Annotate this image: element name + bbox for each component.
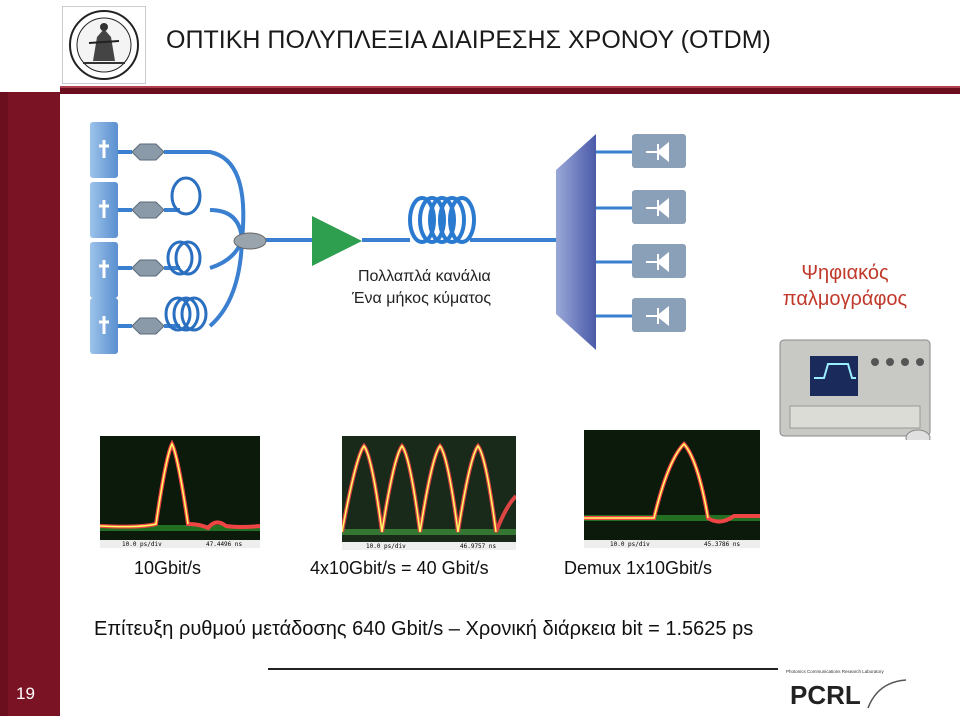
footer-divider xyxy=(268,668,778,670)
eye-footer-right: 46.9757 ns xyxy=(460,543,497,550)
eye-footer-right: 47.4496 ns xyxy=(206,541,243,548)
channel-caption-line2: Ένα μήκος κύματος xyxy=(352,290,491,308)
pcrl-logo: Photonics Communications Research Labora… xyxy=(782,664,908,710)
laser-icon xyxy=(90,182,118,238)
delay-coil-icon xyxy=(172,178,200,214)
laser-icon xyxy=(90,122,118,178)
photodetector-icon xyxy=(632,190,686,224)
eye-diagram-40g: 10.0 ps/div 46.9757 ns xyxy=(342,436,516,550)
eye-footer-left: 10.0 ps/div xyxy=(122,541,162,548)
oscilloscope-label-line2: παλμογράφος xyxy=(760,286,930,312)
photodetector-icon xyxy=(632,134,686,168)
photodetector-icon xyxy=(632,244,686,278)
photodetector-icon xyxy=(632,298,686,332)
modulator-icon xyxy=(132,318,164,334)
slide-number: 19 xyxy=(16,684,35,704)
eye-label-40g: 4x10Gbit/s = 40 Gbit/s xyxy=(310,558,489,579)
modulator-icon xyxy=(132,202,164,218)
oscilloscope-label: Ψηφιακός παλμογράφος xyxy=(760,260,930,312)
eye-diagram-10g: 10.0 ps/div 47.4496 ns xyxy=(100,436,260,548)
coupler-icon xyxy=(234,233,266,249)
eye-footer-left: 10.0 ps/div xyxy=(366,543,406,550)
pcrl-logo-text: PCRL xyxy=(790,680,861,710)
pcrl-logo-caption: Photonics Communications Research Labora… xyxy=(786,669,885,674)
eye-footer-left: 10.0 ps/div xyxy=(610,541,650,548)
modulator-icon xyxy=(132,260,164,276)
slide-title: ΟΠΤΙΚΗ ΠΟΛΥΠΛΕΞΙΑ ΔΙΑΙΡΕΣΗΣ ΧΡΟΝΟΥ (OTDM… xyxy=(166,26,771,55)
left-sidebar-band xyxy=(0,0,60,716)
eye-label-demux: Demux 1x10Gbit/s xyxy=(564,558,712,579)
laser-icon xyxy=(90,242,118,298)
summary-text: Επίτευξη ρυθμού μετάδοσης 640 Gbit/s – Χ… xyxy=(94,618,753,641)
demultiplexer-icon xyxy=(556,134,596,350)
oscilloscope-icon xyxy=(780,340,930,440)
amplifier-icon xyxy=(312,216,362,266)
header-divider xyxy=(60,88,960,94)
eye-footer-right: 45.3786 ns xyxy=(704,541,741,548)
university-seal-logo xyxy=(62,6,146,84)
eye-diagram-demux: 10.0 ps/div 45.3786 ns xyxy=(584,430,760,548)
oscilloscope-label-line1: Ψηφιακός xyxy=(760,260,930,286)
channel-caption-line1: Πολλαπλά κανάλια xyxy=(358,268,491,286)
modulator-icon xyxy=(132,144,164,160)
laser-sources xyxy=(90,122,118,354)
fiber-spool-icon xyxy=(410,198,474,242)
laser-icon xyxy=(90,298,118,354)
eye-label-10g: 10Gbit/s xyxy=(134,558,201,579)
